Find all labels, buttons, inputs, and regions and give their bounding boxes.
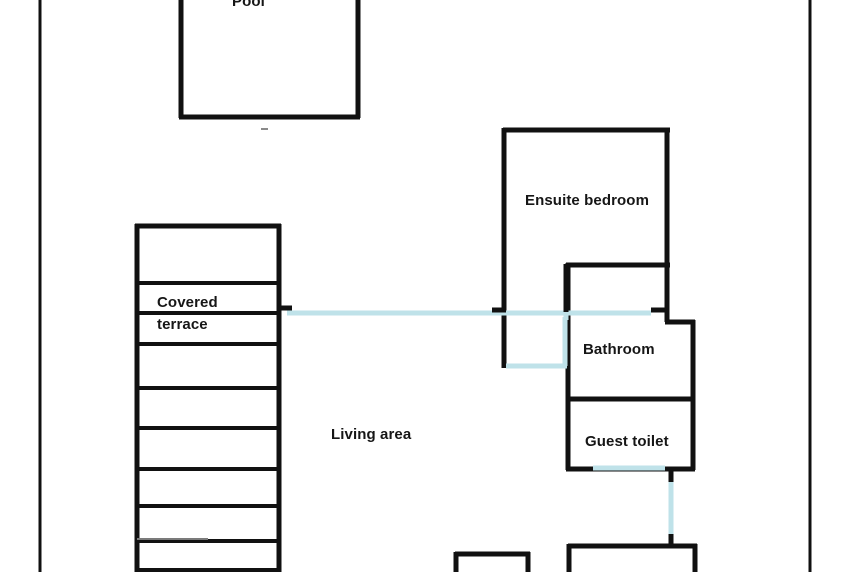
- room-label-pool: Pool: [232, 0, 265, 10]
- door-openings: [279, 264, 674, 548]
- room-label-living-area: Living area: [331, 426, 412, 443]
- room-label-bathroom: Bathroom: [583, 341, 655, 358]
- room-label-ensuite-bedroom: Ensuite bedroom: [525, 192, 650, 209]
- room-label-covered: Covered: [157, 294, 218, 311]
- room-label-guest-toilet: Guest toilet: [585, 433, 669, 450]
- room-ensuite-bedroom: [501, 127, 670, 368]
- room-label-terrace: terrace: [157, 316, 208, 333]
- room-lower-small: [453, 551, 531, 572]
- room-covered-terrace: [134, 223, 282, 572]
- room-bathroom: [565, 263, 696, 402]
- room-lower-hall: [566, 543, 698, 572]
- room-pool: [178, 0, 361, 120]
